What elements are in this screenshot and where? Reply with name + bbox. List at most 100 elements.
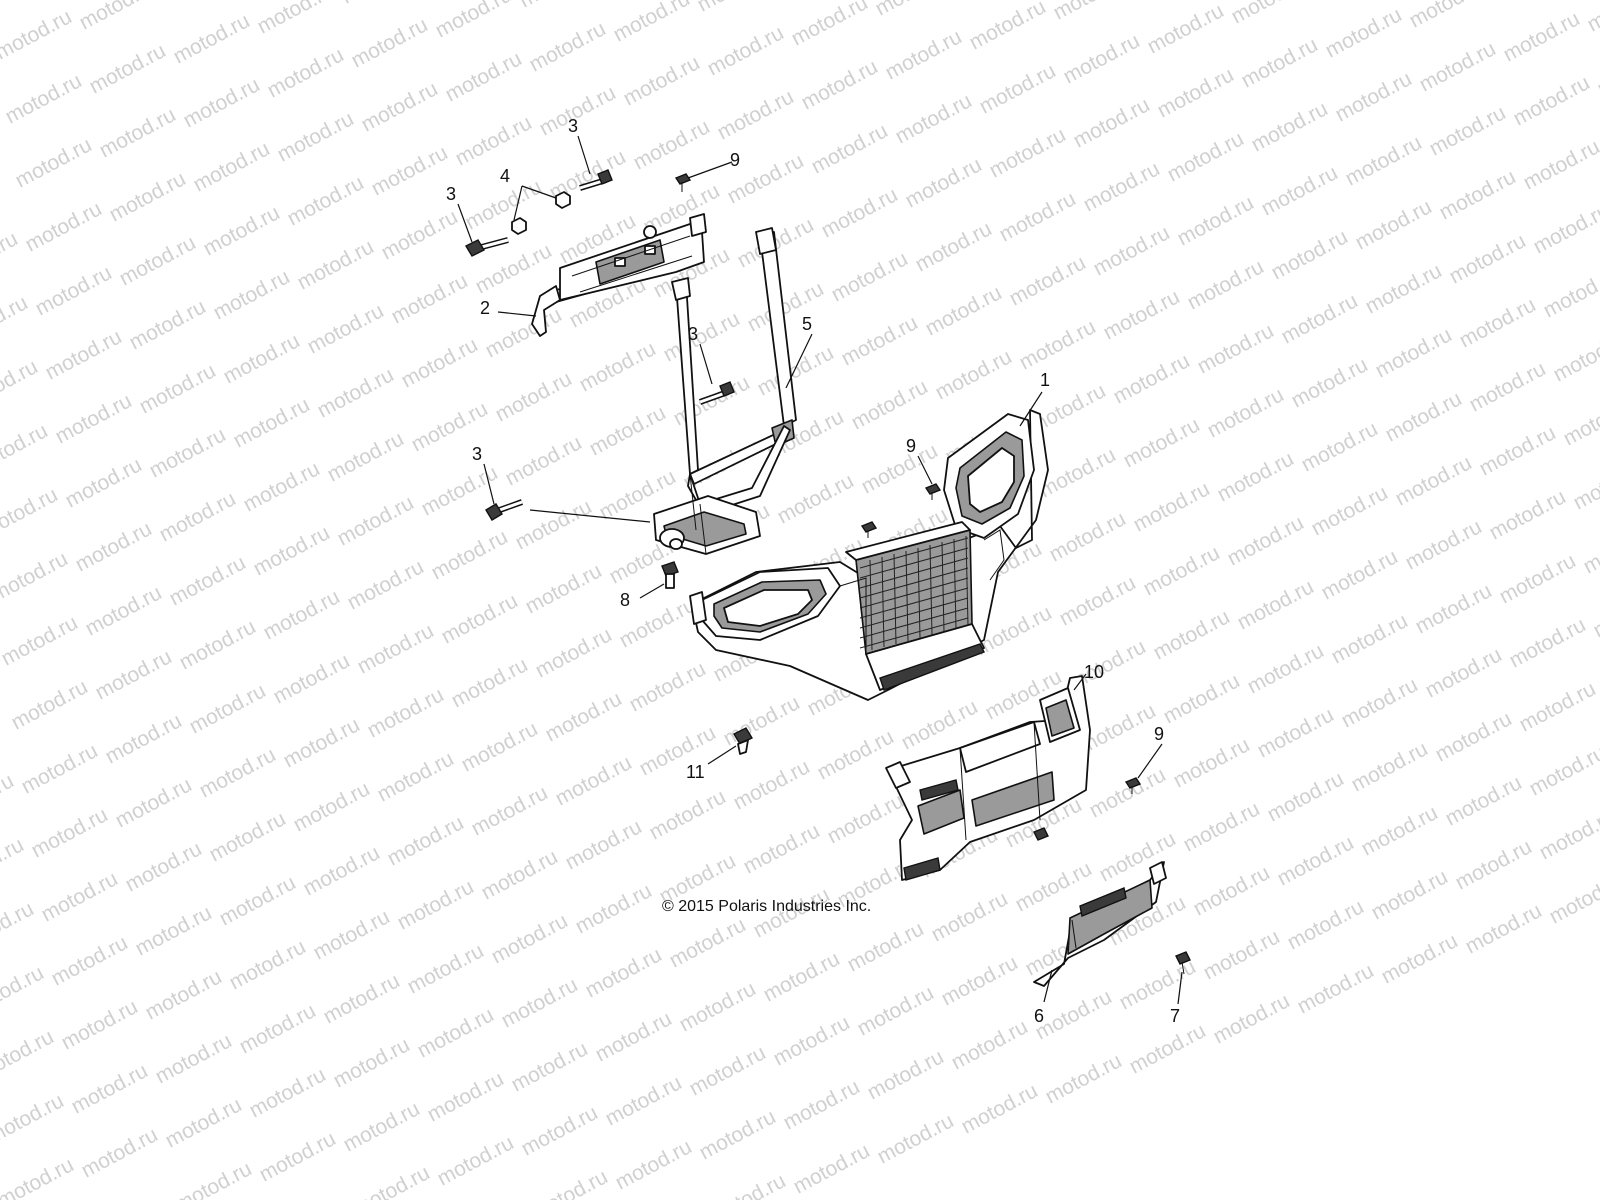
watermark-text: motod.ru [686, 1041, 770, 1100]
watermark-text: motod.ru [180, 73, 264, 132]
watermark-text: motod.ru [0, 291, 32, 350]
watermark-text: motod.ru [986, 123, 1070, 182]
watermark-text: motod.ru [340, 1097, 424, 1156]
watermark-text: motod.ru [0, 483, 62, 542]
watermark-text: motod.ru [1060, 29, 1144, 88]
watermark-text: motod.ru [294, 235, 378, 294]
grille-bar [917, 547, 921, 639]
watermark-text: motod.ru [38, 867, 122, 926]
watermark-text: motod.ru [432, 0, 516, 42]
grille-slat [859, 537, 969, 569]
watermark-text: motod.ru [216, 871, 300, 930]
watermark-text: motod.ru [1372, 323, 1456, 382]
watermark-text: motod.ru [696, 1105, 780, 1164]
watermark-text: motod.ru [310, 905, 394, 964]
watermark-text: motod.ru [828, 247, 912, 306]
watermark-text: motod.ru [1590, 583, 1600, 642]
watermark-text: motod.ru [522, 559, 606, 618]
watermark-text: motod.ru [1194, 319, 1278, 378]
watermark-text: motod.ru [274, 107, 358, 166]
watermark-text: motod.ru [928, 887, 1012, 946]
watermark-text: motod.ru [1516, 677, 1600, 736]
watermark-text: motod.ru [304, 299, 388, 358]
callout-9-top: 9 [730, 150, 740, 170]
watermark-text: motod.ru [354, 619, 438, 678]
watermark-text: motod.ru [404, 939, 488, 998]
watermark-text: motod.ru [468, 781, 552, 840]
watermark-text: motod.ru [186, 679, 270, 738]
watermark-text: motod.ru [1530, 199, 1600, 258]
watermark-text: motod.ru [78, 1123, 162, 1182]
watermark-text: motod.ru [966, 0, 1050, 54]
watermark-text: motod.ru [1402, 515, 1486, 574]
watermark-text: motod.ru [0, 5, 76, 64]
watermark-text: motod.ru [170, 9, 254, 68]
watermark-text: motod.ru [518, 1101, 602, 1160]
flange-bolt-icon [661, 561, 679, 589]
watermark-text: motod.ru [1006, 251, 1090, 310]
callout-3-top: 3 [568, 116, 578, 136]
watermark-text: motod.ru [260, 585, 344, 644]
watermark-text: motod.ru [478, 845, 562, 904]
callout-6: 6 [1034, 1006, 1044, 1026]
watermark-text: motod.ru [1584, 0, 1600, 36]
watermark-text: motod.ru [0, 833, 28, 892]
watermark-text: motod.ru [1298, 417, 1382, 476]
watermark-text: motod.ru [1368, 865, 1452, 924]
watermark-text: motod.ru [694, 0, 778, 16]
watermark-text: motod.ru [0, 897, 38, 956]
watermark-text: motod.ru [176, 615, 260, 674]
watermark-text: motod.ru [1452, 835, 1536, 894]
watermark-text: motod.ru [706, 1169, 790, 1200]
watermark-text: motod.ru [256, 1127, 340, 1186]
watermark-text: motod.ru [582, 943, 666, 1002]
watermark-text: motod.ru [250, 521, 334, 580]
skid-plate-icon [1033, 861, 1167, 987]
watermark-text: motod.ru [254, 0, 338, 38]
watermark-text: motod.ru [22, 197, 106, 256]
watermark-text: motod.ru [284, 171, 368, 230]
watermark-text: motod.ru [1342, 131, 1426, 190]
watermark-text: motod.ru [790, 1139, 874, 1198]
watermark-text: motod.ru [1462, 899, 1546, 958]
watermark-text: motod.ru [162, 1093, 246, 1152]
watermark-text: motod.ru [626, 657, 710, 716]
watermark-text: motod.ru [28, 803, 112, 862]
watermark-text: motod.ru [814, 725, 898, 784]
watermark-text: motod.ru [798, 55, 882, 114]
watermark-text: motod.ru [358, 77, 442, 136]
watermark-text: motod.ru [106, 167, 190, 226]
watermark-text: motod.ru [714, 85, 798, 144]
watermark-text: motod.ru [1446, 229, 1530, 288]
watermark-text: motod.ru [458, 717, 542, 776]
grille-slat [859, 607, 969, 639]
watermark-text: motod.ru [838, 311, 922, 370]
watermark-text: motod.ru [1362, 259, 1446, 318]
grille-bar [905, 550, 909, 642]
watermark-text: motod.ru [620, 51, 704, 110]
grille-slat [859, 617, 969, 649]
watermark-text: motod.ru [68, 1059, 152, 1118]
callout-4: 4 [500, 166, 510, 186]
watermark-text: motod.ru [932, 345, 1016, 404]
watermark-text: motod.ru [508, 1037, 592, 1096]
callout-3-middle: 3 [688, 324, 698, 344]
watermark-text: motod.ru [704, 21, 788, 80]
bolt-icon [465, 169, 735, 521]
watermark-text: motod.ru [488, 909, 572, 968]
grille-slat [859, 557, 969, 589]
watermark-text: motod.ru [848, 375, 932, 434]
grille-bar [869, 559, 873, 651]
callout-2: 2 [480, 298, 490, 318]
watermark-text: motod.ru [1228, 0, 1312, 28]
watermark-text: motod.ru [1254, 703, 1338, 762]
watermark-text: motod.ru [1016, 315, 1100, 374]
watermark-text: motod.ru [528, 1165, 612, 1200]
watermark-text: motod.ru [882, 25, 966, 84]
watermark-text: motod.ru [280, 713, 364, 772]
callout-3-lower: 3 [472, 444, 482, 464]
watermark-text: motod.ru [2, 69, 86, 128]
watermark-text: motod.ru [1436, 165, 1520, 224]
watermark-text: motod.ru [172, 1157, 256, 1200]
watermark-text: motod.ru [636, 721, 720, 780]
